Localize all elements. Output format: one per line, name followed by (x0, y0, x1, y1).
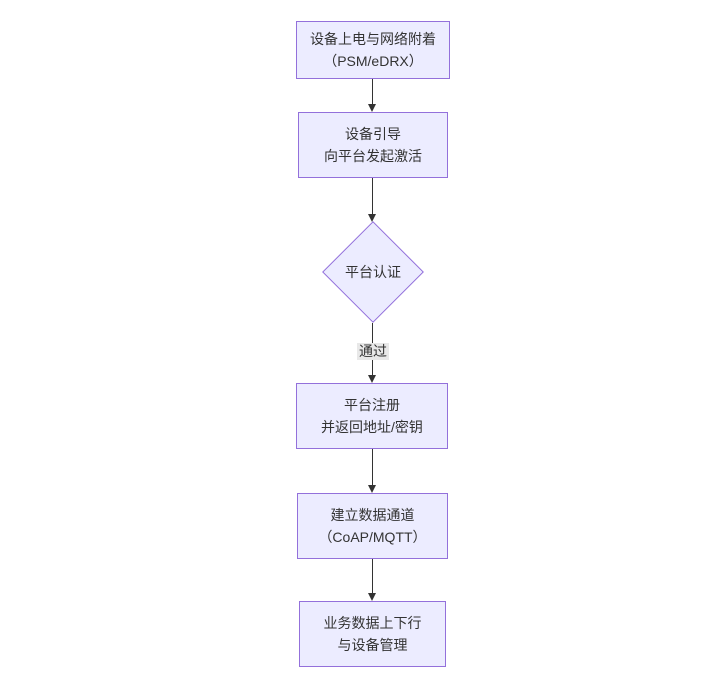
edge-line (372, 79, 373, 105)
arrow-head-icon (368, 104, 376, 112)
arrow-head-icon (368, 214, 376, 222)
edge-line (372, 559, 373, 594)
node-text-line: 设备引导 (345, 126, 401, 142)
node-text-line: 与设备管理 (337, 637, 408, 653)
arrow-head-icon (368, 375, 376, 383)
node-text-line: 平台注册 (344, 397, 400, 413)
edge-line (372, 449, 373, 486)
node-text-line: 建立数据通道 (330, 507, 415, 523)
flow-node-business-data: 业务数据上下行 与设备管理 (299, 601, 446, 667)
edge-arrow-5 (368, 559, 377, 601)
node-text-line: 业务数据上下行 (323, 615, 422, 631)
node-text-line: 设备上电与网络附着 (310, 31, 436, 47)
flow-node-bootstrap-activate: 设备引导 向平台发起激活 (298, 112, 448, 178)
node-text-line: 并返回地址/密钥 (321, 419, 423, 435)
edge-line (372, 178, 373, 215)
edge-label-pass: 通过 (357, 343, 389, 360)
node-text-line: （CoAP/MQTT） (318, 529, 427, 545)
edge-arrow-1 (368, 79, 377, 112)
arrow-head-icon (368, 485, 376, 493)
node-text-line: 平台认证 (345, 264, 401, 280)
arrow-head-icon (368, 593, 376, 601)
flow-node-platform-auth: 平台认证 (322, 221, 424, 323)
flow-node-data-channel: 建立数据通道 （CoAP/MQTT） (297, 493, 448, 559)
node-text-line: （PSM/eDRX） (323, 53, 423, 69)
flow-node-power-on-attach: 设备上电与网络附着 （PSM/eDRX） (296, 21, 450, 79)
flow-node-platform-register: 平台注册 并返回地址/密钥 (296, 383, 448, 449)
node-text-line: 向平台发起激活 (324, 148, 422, 164)
edge-arrow-4 (368, 449, 377, 493)
edge-arrow-2 (368, 178, 377, 222)
